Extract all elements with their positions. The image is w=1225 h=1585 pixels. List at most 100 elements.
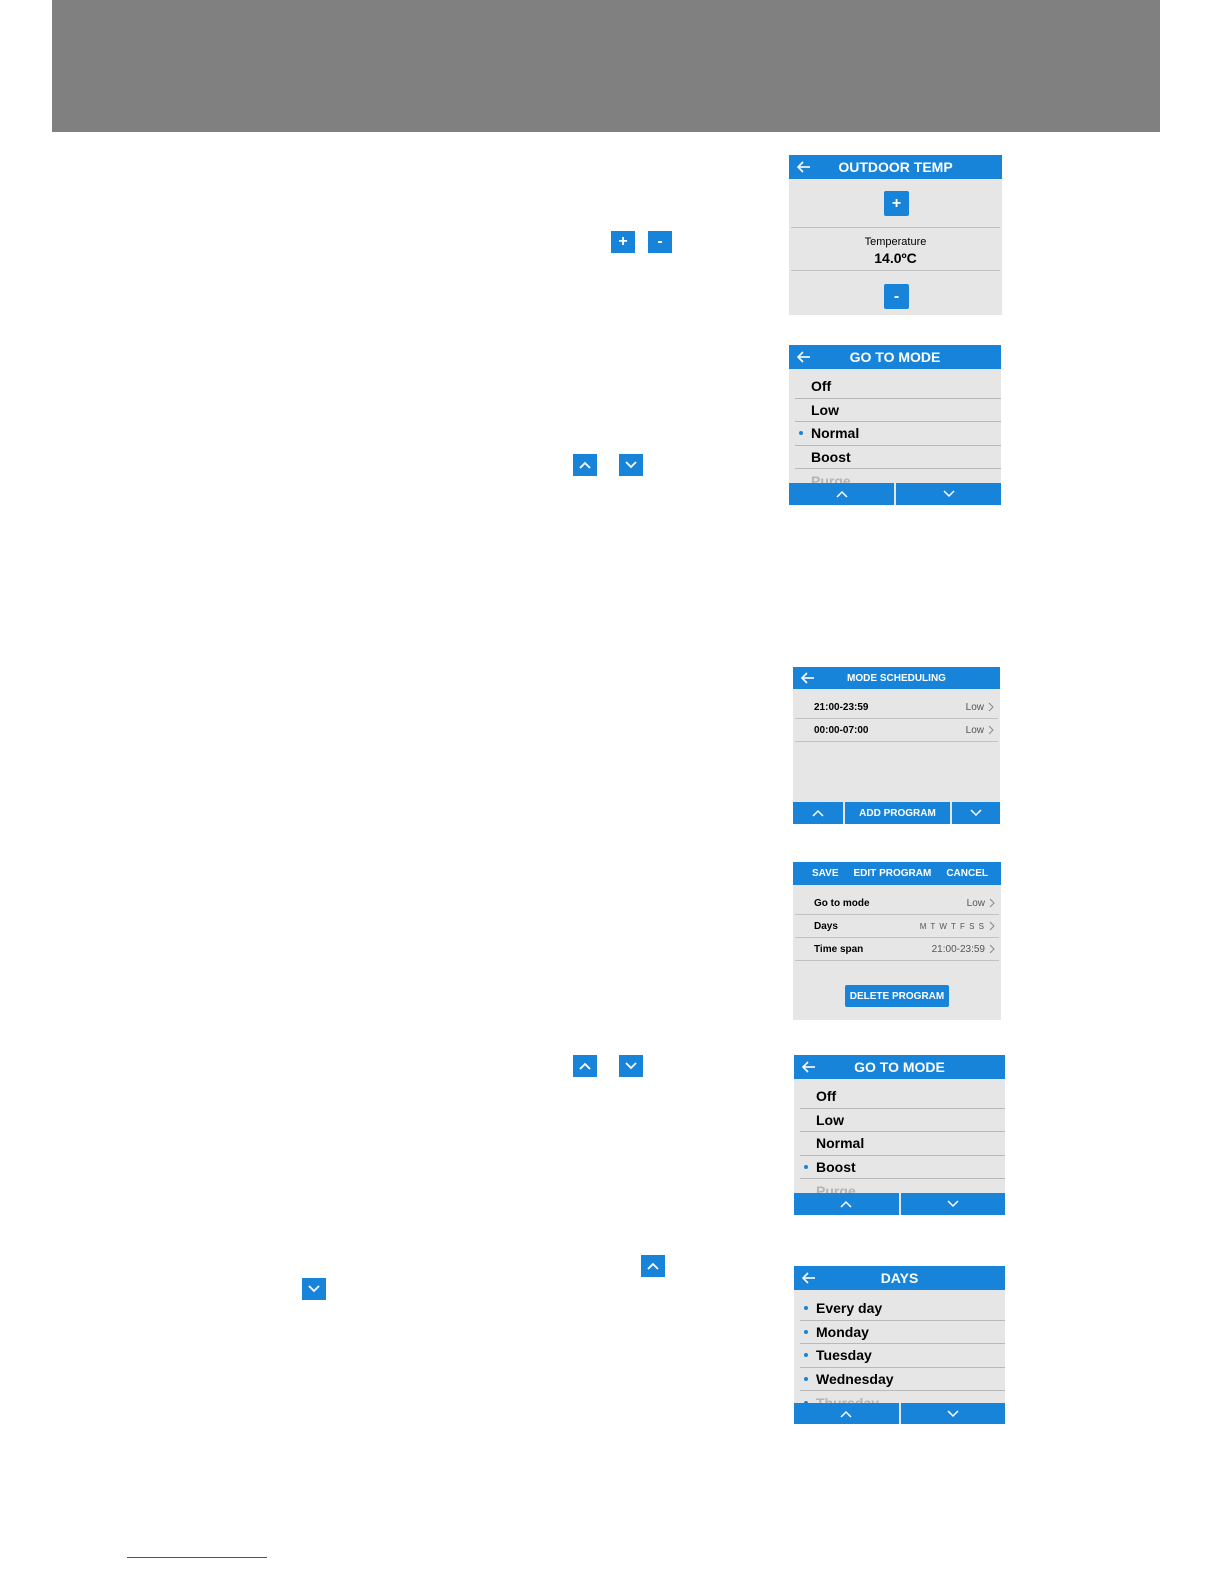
increase-button[interactable]: + (884, 191, 909, 216)
title-bar: SAVE EDIT PROGRAM CANCEL (793, 862, 1001, 885)
schedule-row[interactable]: 00:00-07:00 Low (795, 719, 998, 742)
mode-item-low[interactable]: Low (795, 399, 1001, 422)
mode-list: Off Low Normal Boost Purge (794, 1085, 1005, 1203)
scroll-bar (789, 483, 1001, 505)
go-to-mode-screen: GO TO MODE Off Low Normal Boost Purge (789, 345, 1001, 505)
day-label: Monday (816, 1323, 869, 1340)
chevron-up-icon (579, 1062, 591, 1070)
row-key: Days (814, 920, 838, 932)
chevron-up-icon (647, 1262, 659, 1270)
scroll-up-button[interactable] (794, 1193, 899, 1215)
selected-indicator (804, 1353, 808, 1358)
scroll-up-button[interactable] (789, 483, 894, 505)
mode-label: Low (811, 401, 839, 418)
add-program-button[interactable]: ADD PROGRAM (843, 802, 950, 824)
day-item-monday[interactable]: Monday (800, 1321, 1005, 1344)
mode-label: Boost (816, 1158, 856, 1175)
day-label: Tuesday (816, 1347, 872, 1364)
chevron-right-icon (988, 702, 994, 712)
edit-program-screen: SAVE EDIT PROGRAM CANCEL Go to mode Low … (793, 862, 1001, 1020)
scroll-bar (794, 1193, 1005, 1215)
day-item-wednesday[interactable]: Wednesday (800, 1368, 1005, 1391)
mode-item-off[interactable]: Off (795, 375, 1001, 399)
time-span-row[interactable]: Time span 21:00-23:59 (795, 938, 999, 961)
inline-down-button-2[interactable] (619, 1055, 643, 1077)
row-key: Go to mode (814, 897, 870, 909)
screen-title: GO TO MODE (849, 349, 941, 365)
screen-title: MODE SCHEDULING (847, 672, 946, 684)
days-row[interactable]: Days M T W T F S S (795, 915, 999, 938)
days-screen: DAYS Every day Monday Tuesday Wednesday … (794, 1266, 1005, 1424)
mode-item-boost[interactable]: Boost (795, 446, 1001, 469)
mode-item-low[interactable]: Low (800, 1109, 1005, 1132)
inline-up-button-3[interactable] (641, 1255, 665, 1277)
scroll-down-button[interactable] (898, 1193, 1006, 1215)
divider (791, 227, 1000, 228)
decrease-button[interactable]: - (884, 284, 909, 309)
chevron-down-icon (625, 461, 637, 469)
title-bar: GO TO MODE (794, 1055, 1005, 1079)
mode-label: Low (816, 1111, 844, 1128)
row-value: M T W T F S S (919, 921, 985, 931)
chevron-down-icon (947, 1200, 959, 1208)
scroll-down-button[interactable] (950, 802, 1000, 824)
day-item-every-day[interactable]: Every day (800, 1297, 1005, 1321)
scroll-down-button[interactable] (898, 1403, 1006, 1424)
mode-item-boost[interactable]: Boost (800, 1156, 1005, 1179)
back-arrow-icon[interactable] (797, 351, 811, 363)
go-to-mode-row[interactable]: Go to mode Low (795, 892, 999, 915)
save-button[interactable]: SAVE (812, 868, 839, 879)
chevron-up-icon (840, 1200, 852, 1208)
chevron-right-icon (989, 898, 995, 908)
schedule-mode: Low (965, 724, 984, 736)
selected-indicator (799, 431, 803, 436)
chevron-right-icon (989, 921, 995, 931)
day-item-tuesday[interactable]: Tuesday (800, 1344, 1005, 1368)
screen-title: OUTDOOR TEMP (838, 159, 953, 175)
selected-indicator (804, 1164, 808, 1169)
scroll-up-button[interactable] (794, 1403, 899, 1424)
screen-title: DAYS (880, 1270, 919, 1286)
chevron-up-icon (835, 490, 848, 498)
back-arrow-icon[interactable] (802, 1061, 816, 1073)
selected-indicator (804, 1400, 808, 1405)
mode-item-off[interactable]: Off (800, 1085, 1005, 1109)
mode-item-normal[interactable]: Normal (800, 1132, 1005, 1156)
chevron-down-icon (942, 490, 955, 498)
inline-minus-button[interactable]: - (648, 231, 672, 253)
outdoor-temp-screen: OUTDOOR TEMP + Temperature 14.0ºC - (789, 155, 1002, 315)
inline-down-button[interactable] (619, 454, 643, 476)
selected-indicator (804, 1329, 808, 1334)
scroll-up-button[interactable] (793, 802, 843, 824)
mode-item-normal[interactable]: Normal (795, 422, 1001, 446)
day-label: Every day (816, 1300, 883, 1317)
back-arrow-icon[interactable] (801, 672, 815, 684)
mode-list: Off Low Normal Boost Purge (789, 375, 1001, 493)
inline-plus-button[interactable]: + (611, 231, 635, 253)
screen-title: EDIT PROGRAM (853, 868, 932, 879)
mode-label: Boost (811, 448, 851, 465)
selected-indicator (804, 1306, 808, 1311)
mode-label: Off (816, 1088, 837, 1105)
delete-program-button[interactable]: DELETE PROGRAM (845, 985, 949, 1007)
back-arrow-icon[interactable] (797, 161, 811, 173)
chevron-up-icon (812, 809, 824, 817)
action-bar: ADD PROGRAM (793, 802, 1000, 824)
scroll-down-button[interactable] (894, 483, 1001, 505)
title-bar: MODE SCHEDULING (793, 667, 1000, 689)
back-arrow-icon[interactable] (802, 1272, 816, 1284)
temperature-label: Temperature (864, 236, 927, 248)
chevron-right-icon (989, 944, 995, 954)
temperature-value: 14.0ºC (874, 250, 917, 266)
inline-up-button[interactable] (573, 454, 597, 476)
row-key: Time span (814, 943, 864, 955)
schedule-row[interactable]: 21:00-23:59 Low (795, 696, 998, 719)
inline-up-button-2[interactable] (573, 1055, 597, 1077)
mode-label: Off (811, 378, 832, 395)
schedule-time: 00:00-07:00 (814, 724, 869, 736)
inline-down-button-3[interactable] (302, 1278, 326, 1300)
title-bar: OUTDOOR TEMP (789, 155, 1002, 179)
cancel-button[interactable]: CANCEL (946, 868, 988, 879)
chevron-down-icon (625, 1062, 637, 1070)
selected-indicator (804, 1376, 808, 1381)
